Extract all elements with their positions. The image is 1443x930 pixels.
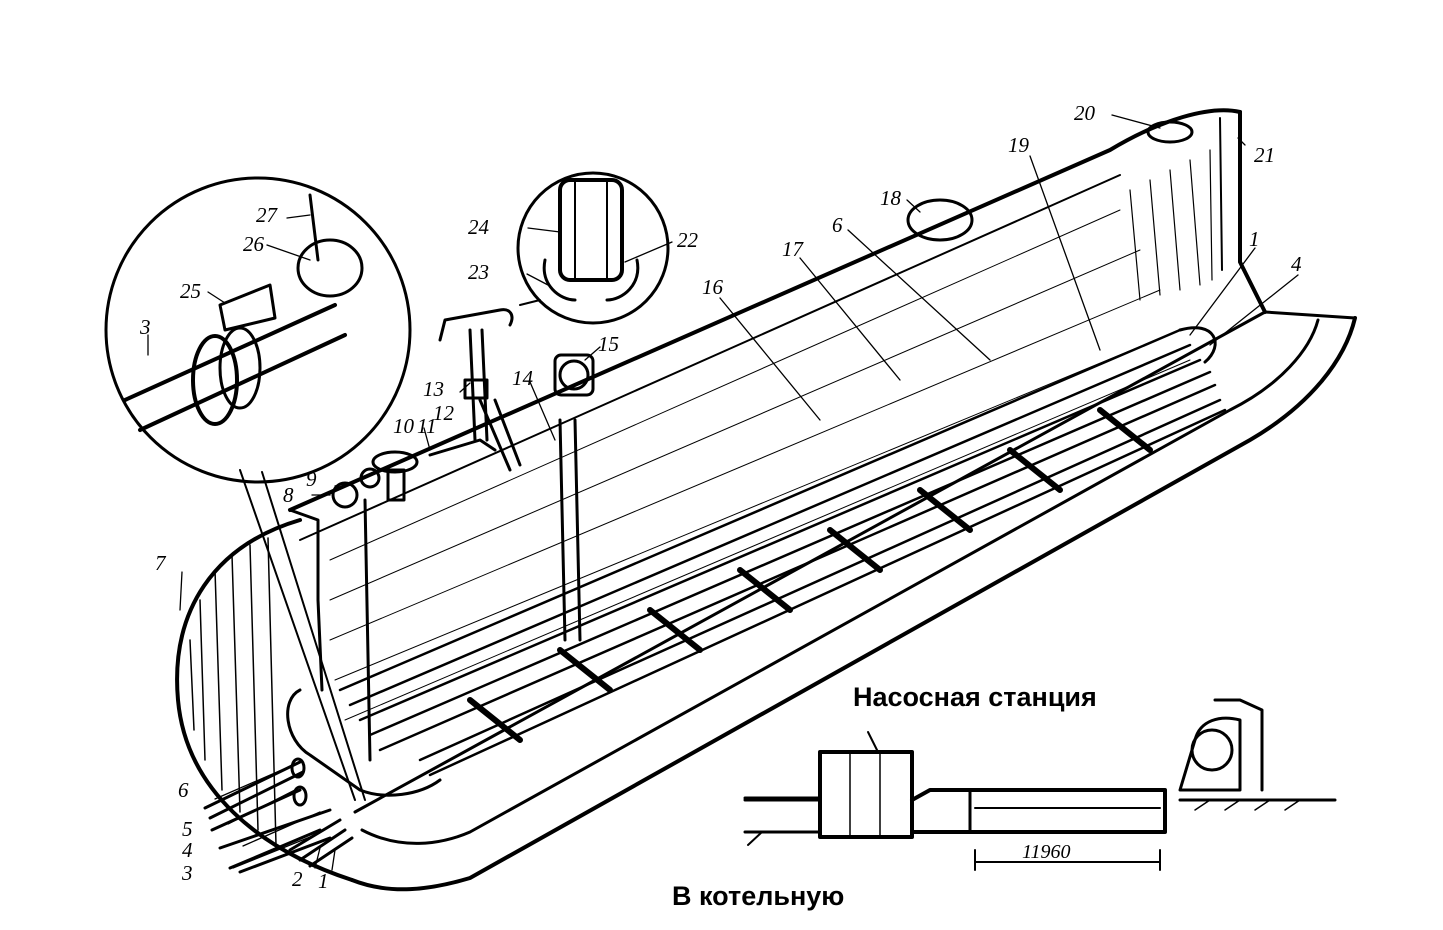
callout-3-inset: 3 [139, 315, 151, 339]
pipe-6 [203, 760, 305, 820]
valve-body [558, 178, 624, 282]
fitting-9 [359, 467, 381, 489]
fitting-10 [371, 450, 419, 474]
callout-4: 4 [182, 838, 193, 862]
dimension-line [974, 849, 1161, 871]
callout-12: 12 [433, 401, 455, 425]
callout-4-right: 4 [1291, 252, 1302, 276]
tank-top-edge [288, 108, 1242, 512]
hatch-20 [1146, 120, 1194, 144]
callout-14: 14 [512, 366, 534, 390]
outlet-pipes [203, 757, 354, 874]
callout-9: 9 [306, 467, 317, 491]
callout-leaders [147, 114, 1299, 871]
valve-inset-circle [516, 171, 670, 325]
inset-leader [239, 469, 366, 801]
tank-body [175, 108, 1357, 892]
tank-shell-bottom [350, 316, 1357, 892]
installation-schematic [743, 698, 1337, 871]
callout-27: 27 [256, 203, 279, 227]
callout-6: 6 [178, 778, 189, 802]
pump-station-caption: Насосная станция [853, 682, 1097, 712]
callout-16: 16 [702, 275, 724, 299]
valve-detail-inset [516, 171, 670, 325]
pump-station-building [818, 750, 914, 839]
callout-22: 22 [677, 228, 699, 252]
inset-flange [191, 334, 239, 426]
heating-coil-pipes [286, 326, 1227, 797]
buried-tank [910, 788, 1167, 834]
callout-26: 26 [243, 232, 265, 256]
callout-18: 18 [880, 186, 902, 210]
callout-21: 21 [1254, 143, 1275, 167]
callout-23: 23 [468, 260, 489, 284]
schematic-captions: Насосная станция В котельную 11960 [672, 682, 1097, 911]
callout-24: 24 [468, 215, 490, 239]
callout-15: 15 [598, 332, 619, 356]
callout-8: 8 [283, 483, 294, 507]
callout-20: 20 [1074, 101, 1096, 125]
callout-6-top: 6 [832, 213, 843, 237]
callout-2: 2 [292, 867, 303, 891]
pipe-3 [228, 828, 332, 874]
coil-return-bend [286, 688, 442, 797]
inset-pipe [123, 303, 347, 432]
manhole-18 [906, 198, 974, 242]
callout-10: 10 [393, 414, 415, 438]
callout-17: 17 [782, 237, 805, 261]
callout-25: 25 [180, 279, 201, 303]
callout-5: 5 [182, 817, 193, 841]
vent-pipe [438, 308, 514, 342]
callout-3: 3 [181, 861, 193, 885]
callout-1-right: 1 [1249, 227, 1260, 251]
detail-inset [104, 176, 412, 801]
callout-11: 11 [417, 414, 436, 438]
callout-7: 7 [155, 551, 167, 575]
callout-labels: 1 1 2 3 3 4 4 5 6 6 7 8 9 10 11 12 13 14… [139, 101, 1302, 893]
callout-13: 13 [423, 377, 444, 401]
top-fittings [331, 120, 1194, 509]
to-boiler-caption: В котельную [672, 881, 844, 911]
inset-circle [104, 176, 412, 484]
tank-shell-inner-bottom [360, 318, 1320, 845]
boiler-pipe [743, 796, 822, 834]
callout-19: 19 [1008, 133, 1030, 157]
tank-right-end [1238, 110, 1267, 314]
callout-1: 1 [318, 869, 329, 893]
tank-cut-rim [353, 310, 1357, 814]
gauge-15 [553, 353, 595, 397]
length-dimension-label: 11960 [1022, 841, 1071, 863]
